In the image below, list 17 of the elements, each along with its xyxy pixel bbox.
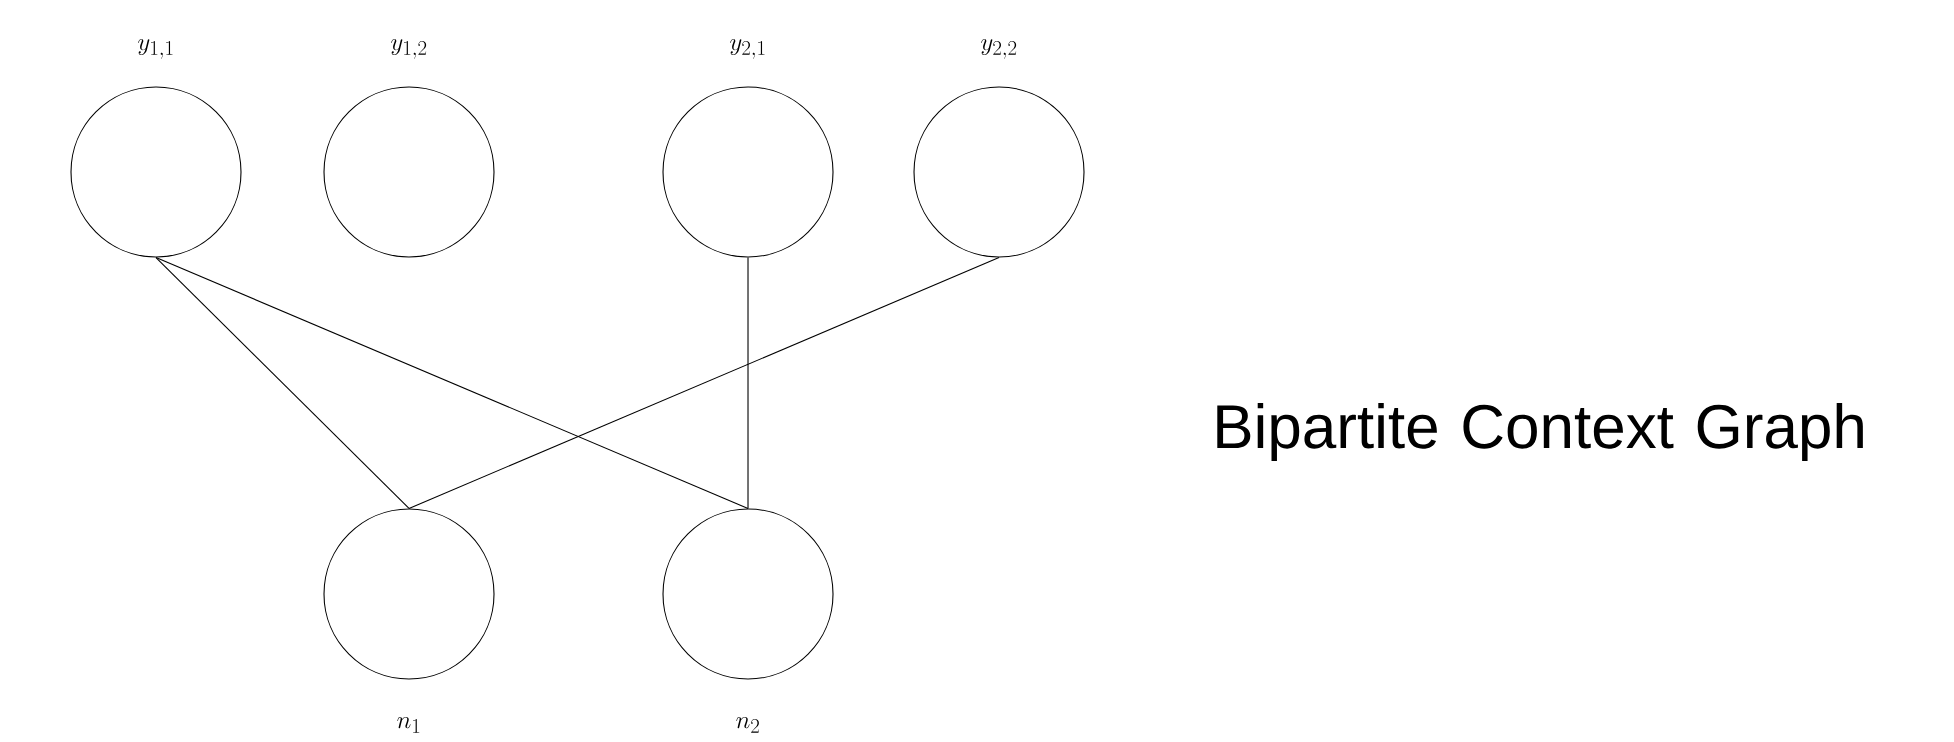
node-label: $y_{2,2}$: [981, 39, 1017, 59]
node-label: $y_{1,1}$: [138, 39, 173, 59]
connector-line: [155, 257, 749, 509]
connector-line: [155, 257, 410, 509]
connector-line: [408, 257, 1000, 509]
graph-node: [662, 39, 834, 258]
diagram-title: Bipartite Context Graph: [1217, 403, 1863, 461]
connector-line: [747, 257, 749, 509]
node-label: $n_2$: [736, 717, 759, 733]
graph-node: [323, 39, 495, 258]
graph-node: [913, 39, 1085, 258]
graph-node: [323, 508, 495, 733]
node-label: $n_1$: [397, 717, 420, 733]
graph-node: [662, 508, 834, 733]
node-label: $y_{2,1}$: [730, 39, 765, 59]
graph-node: [70, 39, 242, 258]
node-label: $y_{1,2}$: [391, 39, 427, 59]
